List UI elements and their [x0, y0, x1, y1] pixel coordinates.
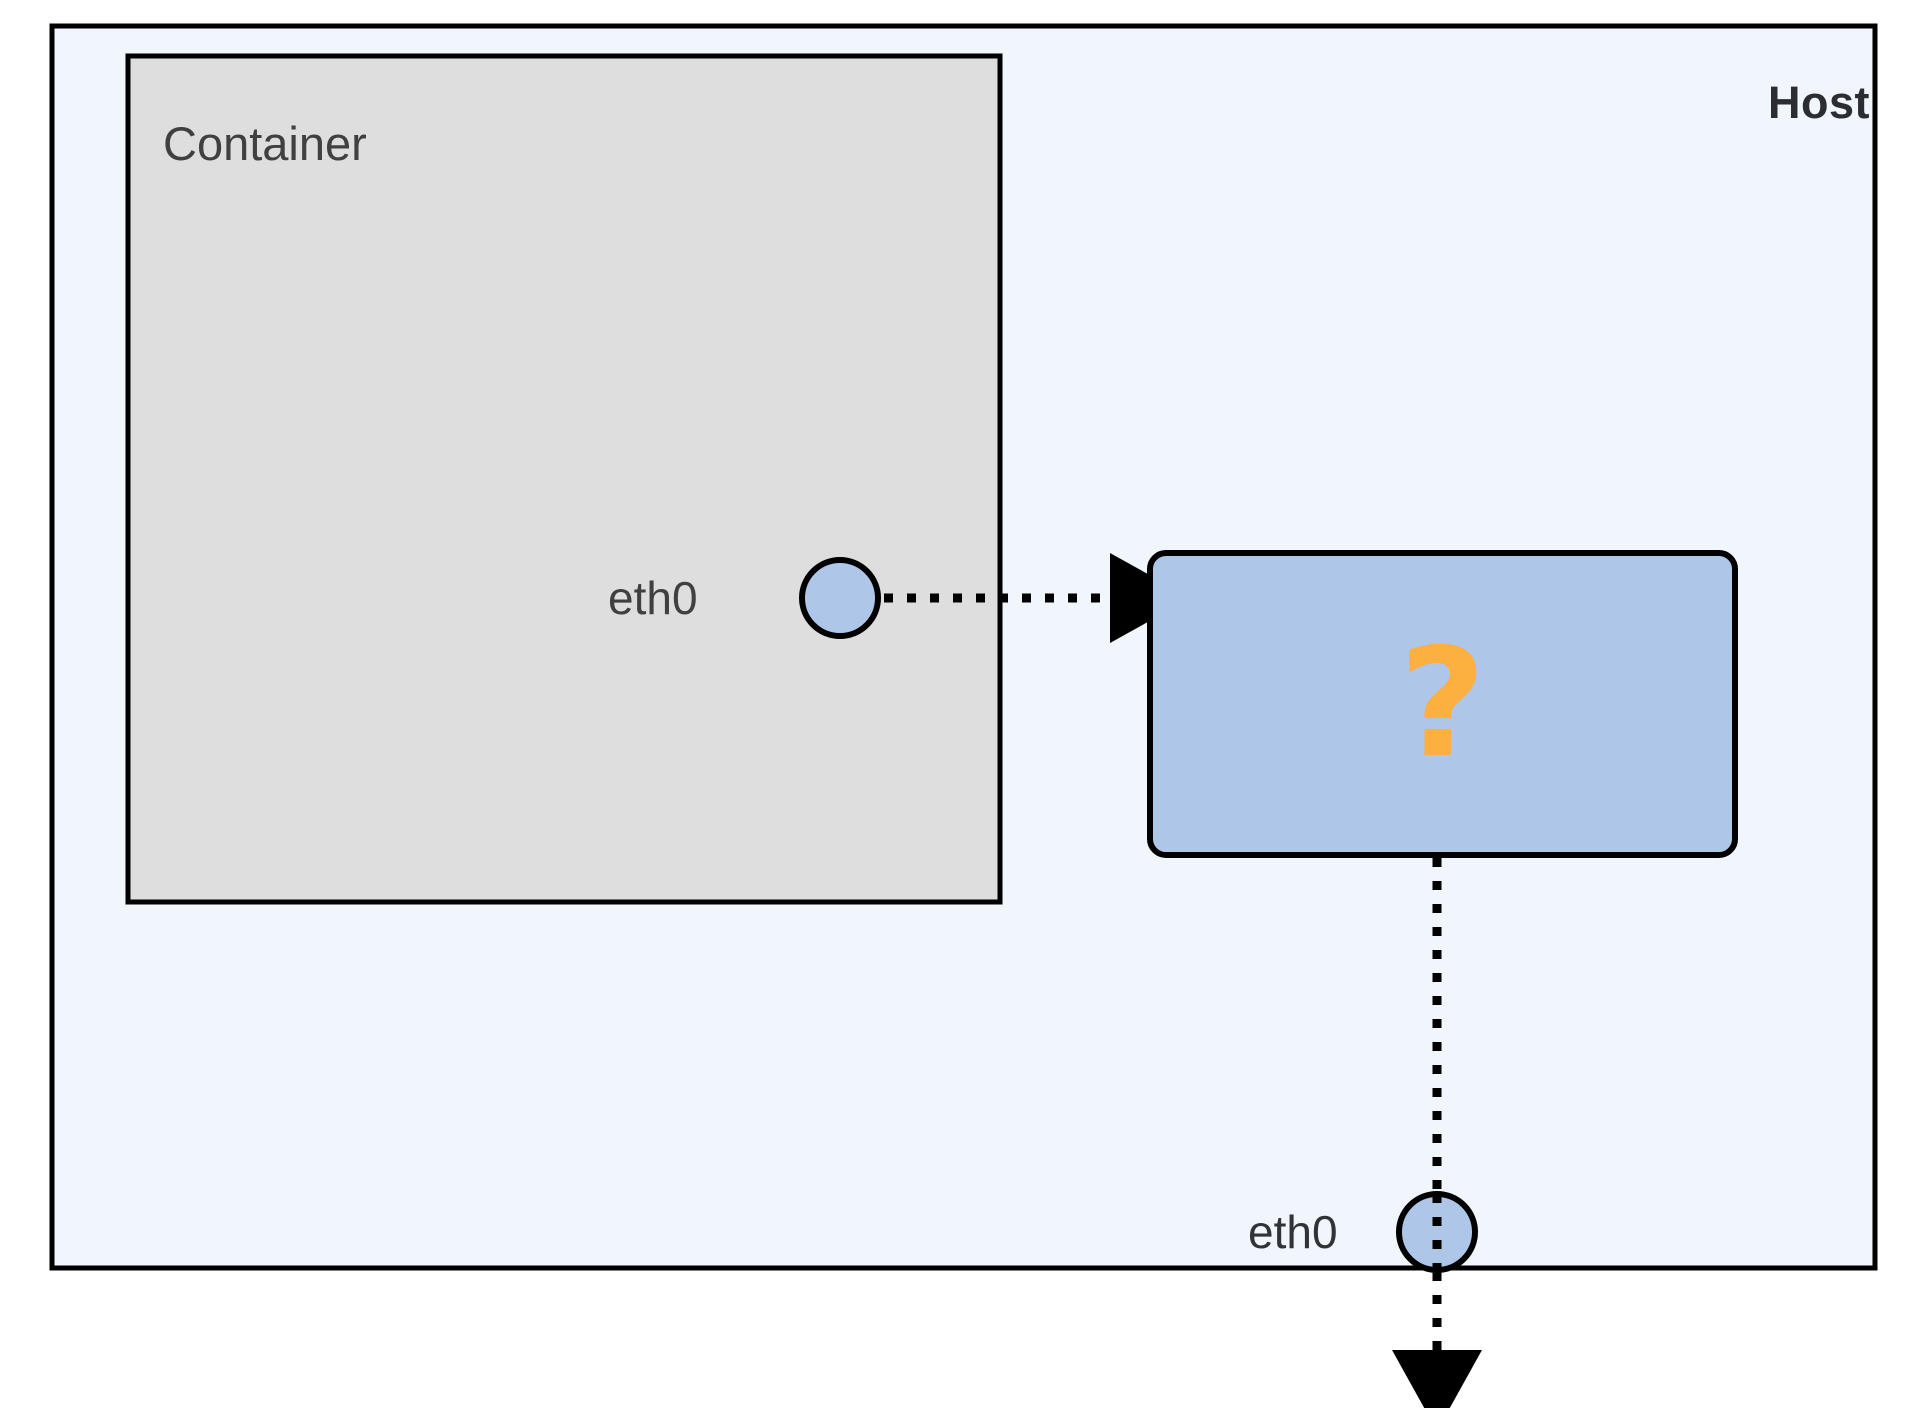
- eth0-host-node[interactable]: [1396, 1191, 1478, 1273]
- eth0-container-node[interactable]: [799, 557, 881, 639]
- container-box: [125, 53, 1003, 905]
- eth0-host-label: eth0: [1248, 1206, 1338, 1258]
- host-label: Host: [1768, 77, 1870, 128]
- eth0-container-label: eth0: [608, 572, 698, 624]
- unknown-network-box[interactable]: [1147, 550, 1738, 858]
- container-label: Container: [163, 117, 367, 170]
